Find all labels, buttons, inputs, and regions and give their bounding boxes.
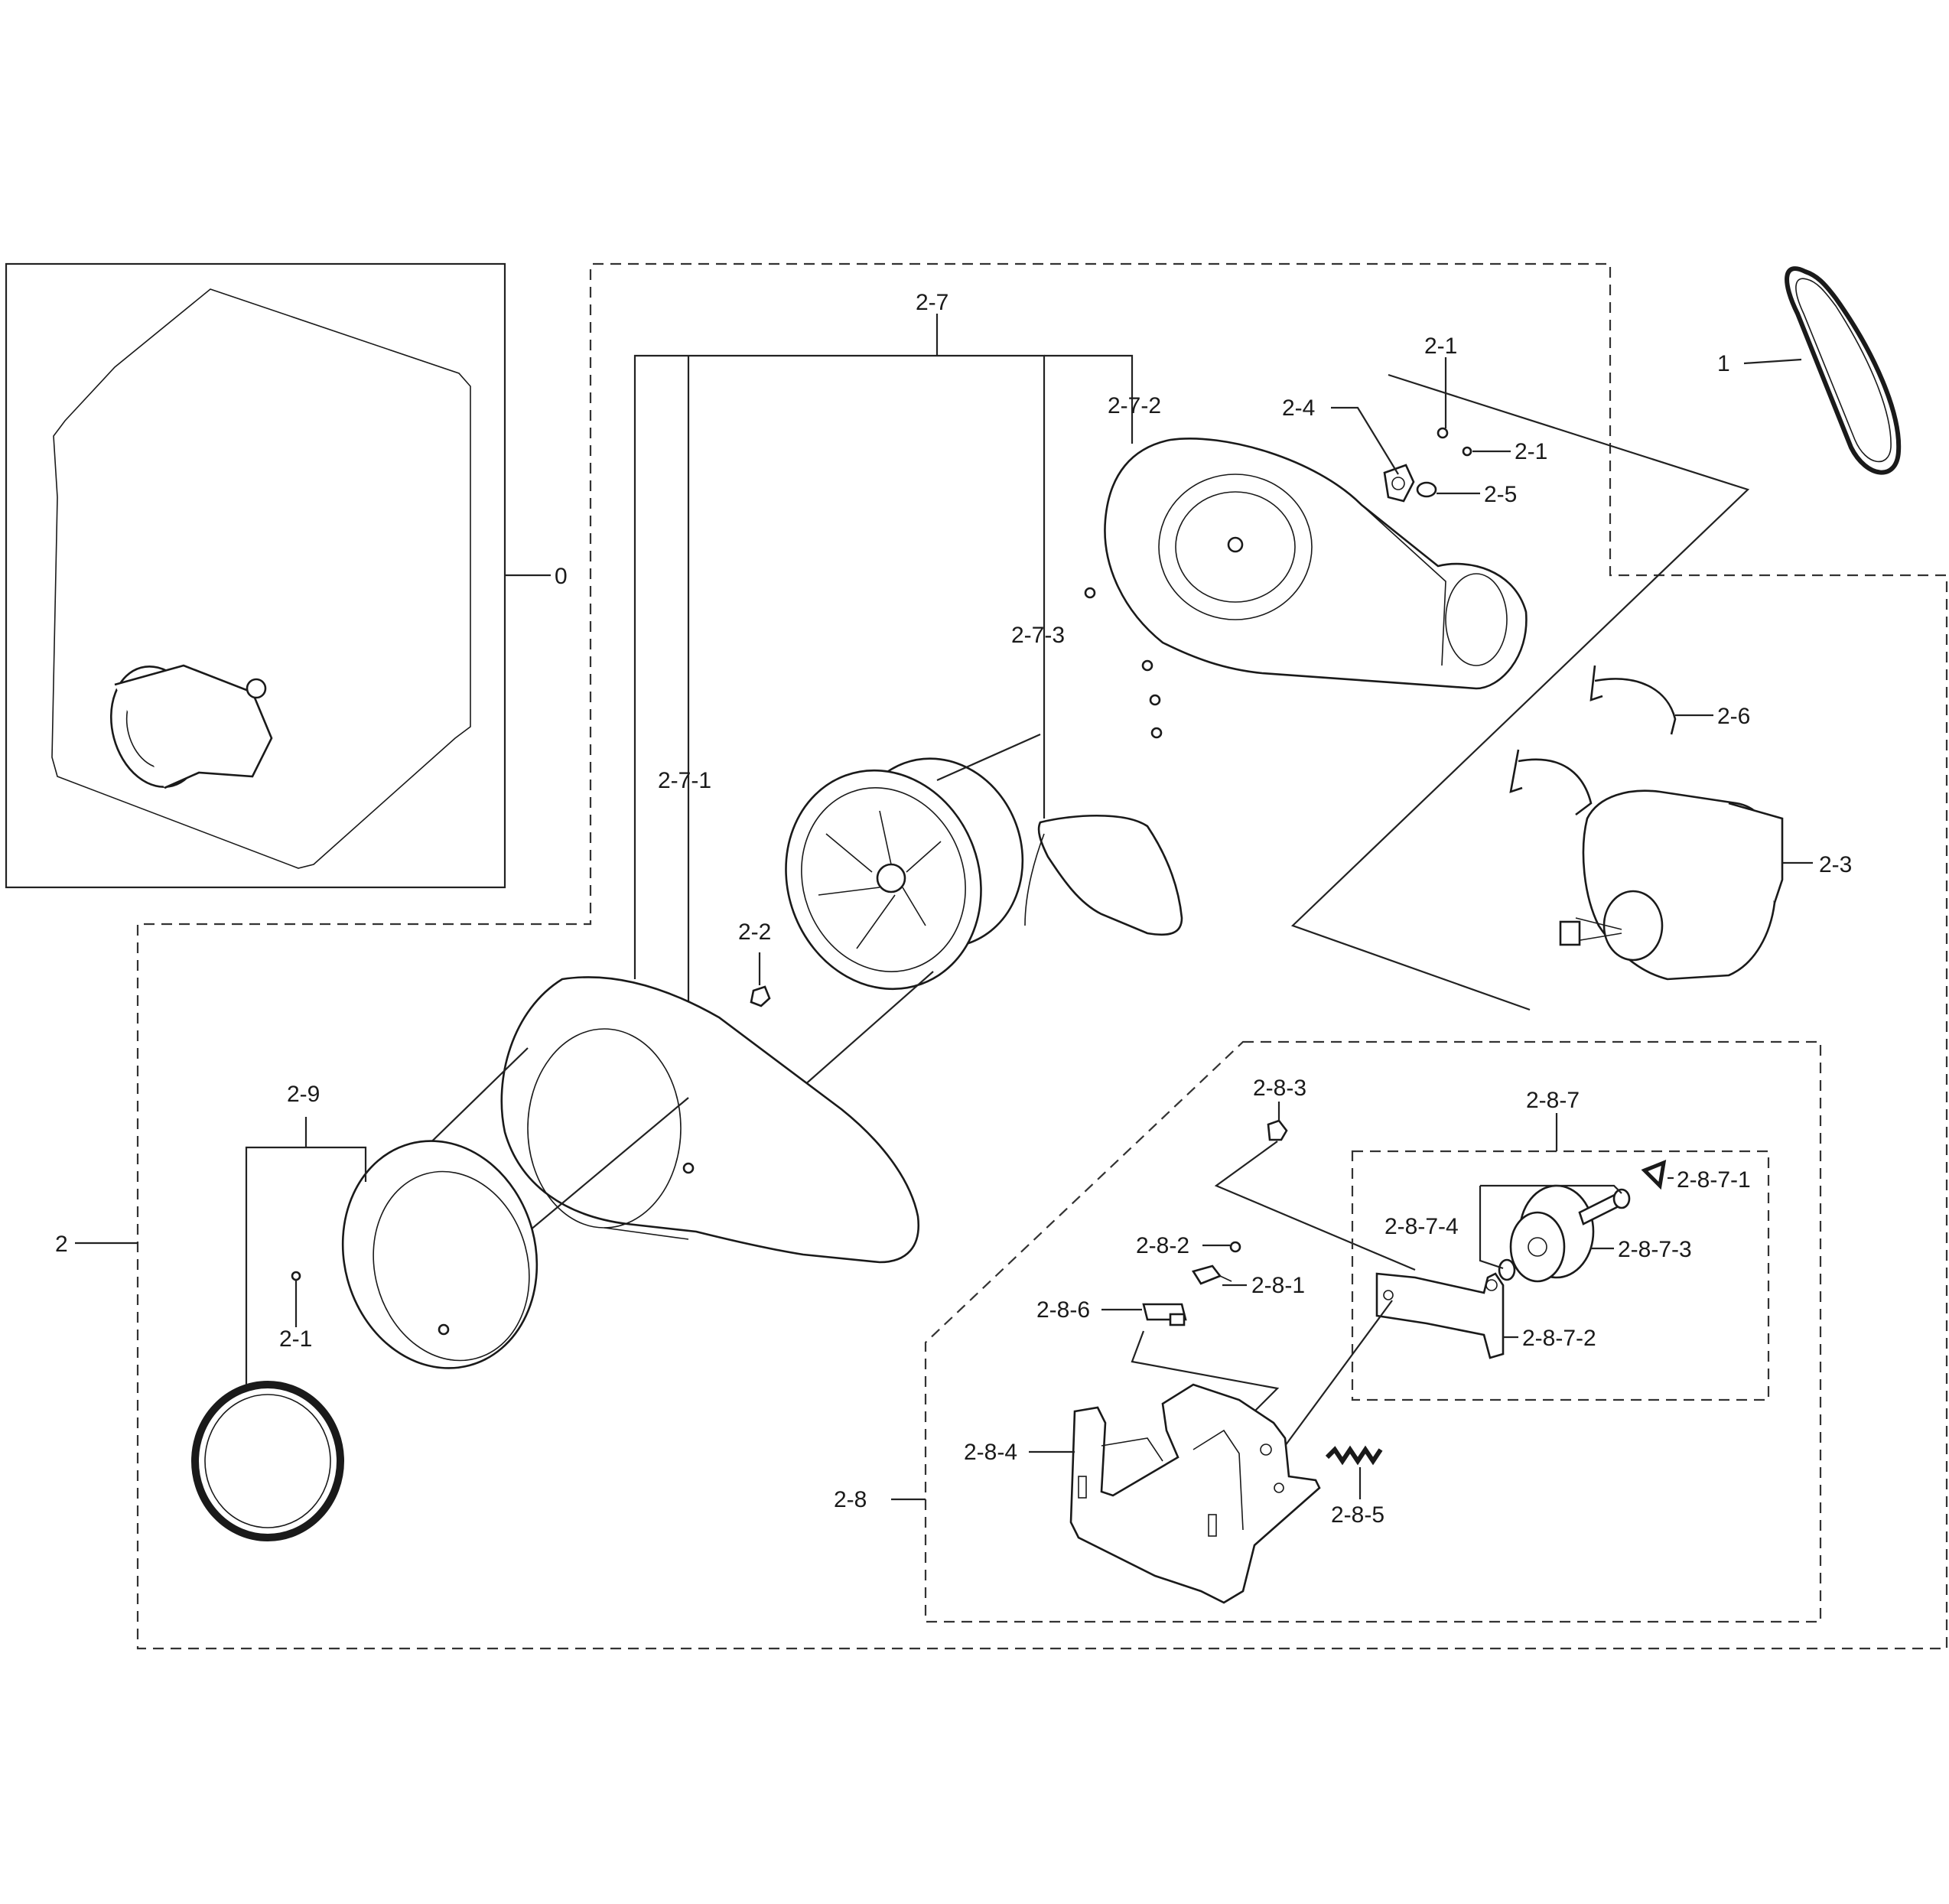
duct-flap bbox=[1024, 815, 1183, 936]
callout-2-8-4: 2-8-4 bbox=[964, 1440, 1017, 1465]
callout-2-8-6: 2-8-6 bbox=[1036, 1297, 1090, 1323]
callout-2-1-right: 2-1 bbox=[1515, 439, 1547, 464]
idler-arm bbox=[1375, 1272, 1505, 1359]
callout-2-8-7-3: 2-8-7-3 bbox=[1618, 1237, 1692, 1262]
callout-1: 1 bbox=[1717, 351, 1730, 376]
group-2-8-outline bbox=[924, 1040, 1822, 1623]
callout-2: 2 bbox=[55, 1232, 68, 1257]
front-fan-housing bbox=[500, 976, 920, 1264]
screw-icon bbox=[1437, 427, 1449, 439]
callout-2-8-7-2: 2-8-7-2 bbox=[1522, 1326, 1596, 1351]
callout-2-9: 2-9 bbox=[287, 1082, 320, 1107]
screw-icon bbox=[1229, 1241, 1241, 1253]
callout-2-7-1: 2-7-1 bbox=[658, 768, 711, 793]
screw-icon bbox=[1141, 659, 1153, 672]
callout-2-8-7-1: 2-8-7-1 bbox=[1677, 1167, 1751, 1193]
callout-2-1-left: 2-1 bbox=[279, 1326, 312, 1352]
motor-group-outline bbox=[1290, 373, 1750, 1011]
assembly-fan-thumbnail bbox=[109, 664, 273, 789]
felt-seal-ring bbox=[191, 1381, 344, 1541]
group-2-8-7-outline bbox=[1351, 1150, 1770, 1401]
callout-0: 0 bbox=[555, 564, 568, 589]
bearing-bracket bbox=[1383, 464, 1415, 503]
motor-clip-upper bbox=[1589, 665, 1677, 735]
callout-2-4: 2-4 bbox=[1282, 395, 1315, 421]
callout-2-3: 2-3 bbox=[1819, 852, 1852, 877]
callout-2-8-1: 2-8-1 bbox=[1251, 1273, 1305, 1298]
e-ring-icon bbox=[1641, 1160, 1667, 1190]
callout-2-7-2: 2-7-2 bbox=[1108, 393, 1161, 418]
screw-icon bbox=[1084, 587, 1096, 599]
assembly-overview-panel bbox=[5, 262, 506, 889]
screw-icon bbox=[1462, 446, 1472, 457]
callout-2-8-3: 2-8-3 bbox=[1253, 1076, 1306, 1101]
idler-spring bbox=[1325, 1445, 1383, 1466]
screw-icon bbox=[1150, 727, 1163, 739]
motor-clip-lower bbox=[1509, 749, 1593, 816]
screw-icon bbox=[291, 1271, 301, 1281]
idler-bracket bbox=[1069, 1383, 1321, 1604]
pulley-shaft bbox=[1578, 1188, 1631, 1225]
idler-switch bbox=[1191, 1264, 1232, 1285]
callout-2-5: 2-5 bbox=[1484, 482, 1517, 507]
callout-2-8-7-4: 2-8-7-4 bbox=[1384, 1214, 1459, 1239]
rear-fan-housing bbox=[1104, 438, 1528, 690]
callout-2-8-7: 2-8-7 bbox=[1526, 1088, 1580, 1113]
callout-2-8-2: 2-8-2 bbox=[1136, 1233, 1189, 1258]
callout-2-8: 2-8 bbox=[834, 1487, 867, 1512]
drive-belt bbox=[1785, 266, 1902, 475]
drive-motor bbox=[1559, 789, 1784, 981]
screw-icon bbox=[1149, 694, 1161, 706]
hex-nut bbox=[750, 985, 771, 1007]
callout-2-2: 2-2 bbox=[738, 919, 771, 945]
callout-2-8-5: 2-8-5 bbox=[1331, 1502, 1384, 1528]
callout-2-7: 2-7 bbox=[916, 290, 948, 315]
washer bbox=[1498, 1258, 1516, 1281]
callout-2-6: 2-6 bbox=[1717, 704, 1750, 729]
blower-wheel bbox=[785, 757, 1024, 991]
retainer-clip bbox=[1416, 481, 1437, 498]
idler-nut bbox=[1267, 1119, 1288, 1141]
idler-sensor bbox=[1142, 1303, 1187, 1326]
front-duct-ring bbox=[341, 1140, 538, 1369]
idler-pulley bbox=[1509, 1184, 1595, 1283]
callout-2-1-top: 2-1 bbox=[1424, 334, 1457, 359]
callout-2-7-3: 2-7-3 bbox=[1011, 623, 1065, 648]
